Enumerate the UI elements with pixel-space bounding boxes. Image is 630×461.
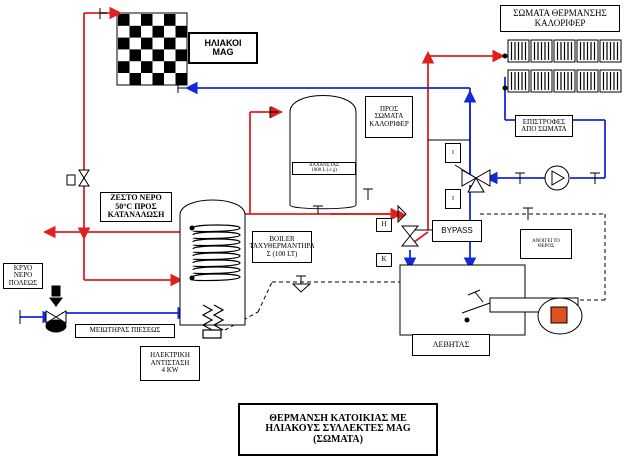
radiator-inlet-dot (502, 53, 508, 59)
collector-cell (152, 49, 164, 62)
heater-element-icon (201, 304, 225, 339)
collector-cell (141, 37, 153, 50)
radiator-icon (553, 69, 576, 93)
electric-heater-label: ΗΛΕΚΤΡΙΚΗ ΑΝΤΙΣΤΑΣΗ 4 KW (140, 346, 200, 381)
solar-collector-label: ΗΛΙΑΚΟΙ MAG (188, 32, 258, 64)
buffer-tank-label: ΔΑΧΑΝΣΤΑΣ 1000 L (.ε.χ) (292, 162, 356, 175)
collector-cell (175, 73, 187, 85)
bypass-label: BYPASS (432, 220, 482, 242)
collector-cell (118, 37, 130, 50)
collector-cell (175, 25, 187, 38)
inlet-valve-icon (19, 285, 67, 333)
h-valve-label: H (376, 218, 392, 232)
collector-cell (141, 61, 153, 73)
pump-icon (544, 165, 570, 191)
collector-cell (152, 73, 164, 85)
radiator-icon (553, 39, 576, 63)
hot-water-label: ΖΕΣΤΟ ΝΕΡΟ 50°C ΠΡΟΣ ΚΑΤΑΝΑΛΩΣΗ (100, 192, 172, 222)
solar-collector-panel (116, 12, 188, 86)
i-upper-label: I (445, 143, 461, 163)
to-radiators-label: ΠΡΟΣ ΣΩΜΑΤΑ ΚΑΛΟΡΙΦΕΡ (365, 96, 413, 138)
radiator-group-top (507, 39, 622, 63)
radiator-icon (576, 69, 599, 93)
pressure-reducer-label: ΜΕΙΩΤΗΡΑΣ ΠΙΕΣΕΩΣ (75, 324, 175, 338)
radiator-outlet-dot (502, 85, 508, 91)
burner-square-icon (550, 306, 568, 324)
coil-icon (192, 224, 241, 282)
radiator-icon (599, 39, 622, 63)
i-lower-label: I (445, 189, 461, 209)
collector-cell (164, 14, 176, 26)
mixing-valve-icon (397, 204, 420, 247)
boiler-burner-label: ΛΕΒΗΤΑΣ (412, 334, 490, 356)
radiator-icon (576, 39, 599, 63)
buffer-tank (289, 95, 357, 210)
collector-cell (118, 14, 130, 26)
collector-cell (164, 37, 176, 50)
collector-cell (164, 61, 176, 73)
collector-cell (129, 49, 141, 62)
collector-cell (175, 49, 187, 62)
boiler-burner-interior (399, 264, 583, 336)
collector-cell (129, 25, 141, 38)
radiator-icon (507, 69, 530, 93)
radiator-icon (599, 69, 622, 93)
cold-water-label: ΚΡΥΟ ΝΕΡΟ ΠΟΛΕΩΣ (3, 263, 43, 289)
collector-cell (118, 61, 130, 73)
collector-cell (152, 25, 164, 38)
radiators-label: ΣΩΜΑΤΑ ΘΕΡΜΑΝΣΗΣ ΚΑΛΟΡΙΦΕΡ (500, 5, 620, 32)
black-piping (405, 139, 525, 266)
return-from-radiators-label: ΕΠΙΣΤΡΟΦΕΣ ΑΠΟ ΣΩΜΑΤΑ (515, 115, 573, 137)
diagram-title: ΘΕΡΜΑΝΣΗ ΚΑΤΟΙΚΙΑΣ ΜΕ ΗΛΙΑΚΟΥΣ ΣΥΛΛΕΚΤΕΣ… (238, 403, 438, 456)
k-valve-label: K (376, 253, 392, 267)
radiator-icon (530, 39, 553, 63)
radiator-group-bottom (507, 69, 622, 93)
control-dashed-lines (224, 213, 606, 331)
vent-note-label: ΑΝΟΙΓΕΙ ΤΟ ΘΕΡΟΣ (520, 229, 572, 259)
radiator-icon (507, 39, 530, 63)
collector-cell (141, 14, 153, 26)
radiator-icon (530, 69, 553, 93)
collector-cell (129, 73, 141, 85)
boiler-label: BOILER ΤΑΧΥΘΕΡΜΑΝΤΗΡΑ Σ (100 LT) (249, 231, 315, 263)
three-way-valve-icon (454, 164, 491, 193)
boiler-tank (179, 199, 246, 326)
valve-icon (66, 8, 600, 293)
